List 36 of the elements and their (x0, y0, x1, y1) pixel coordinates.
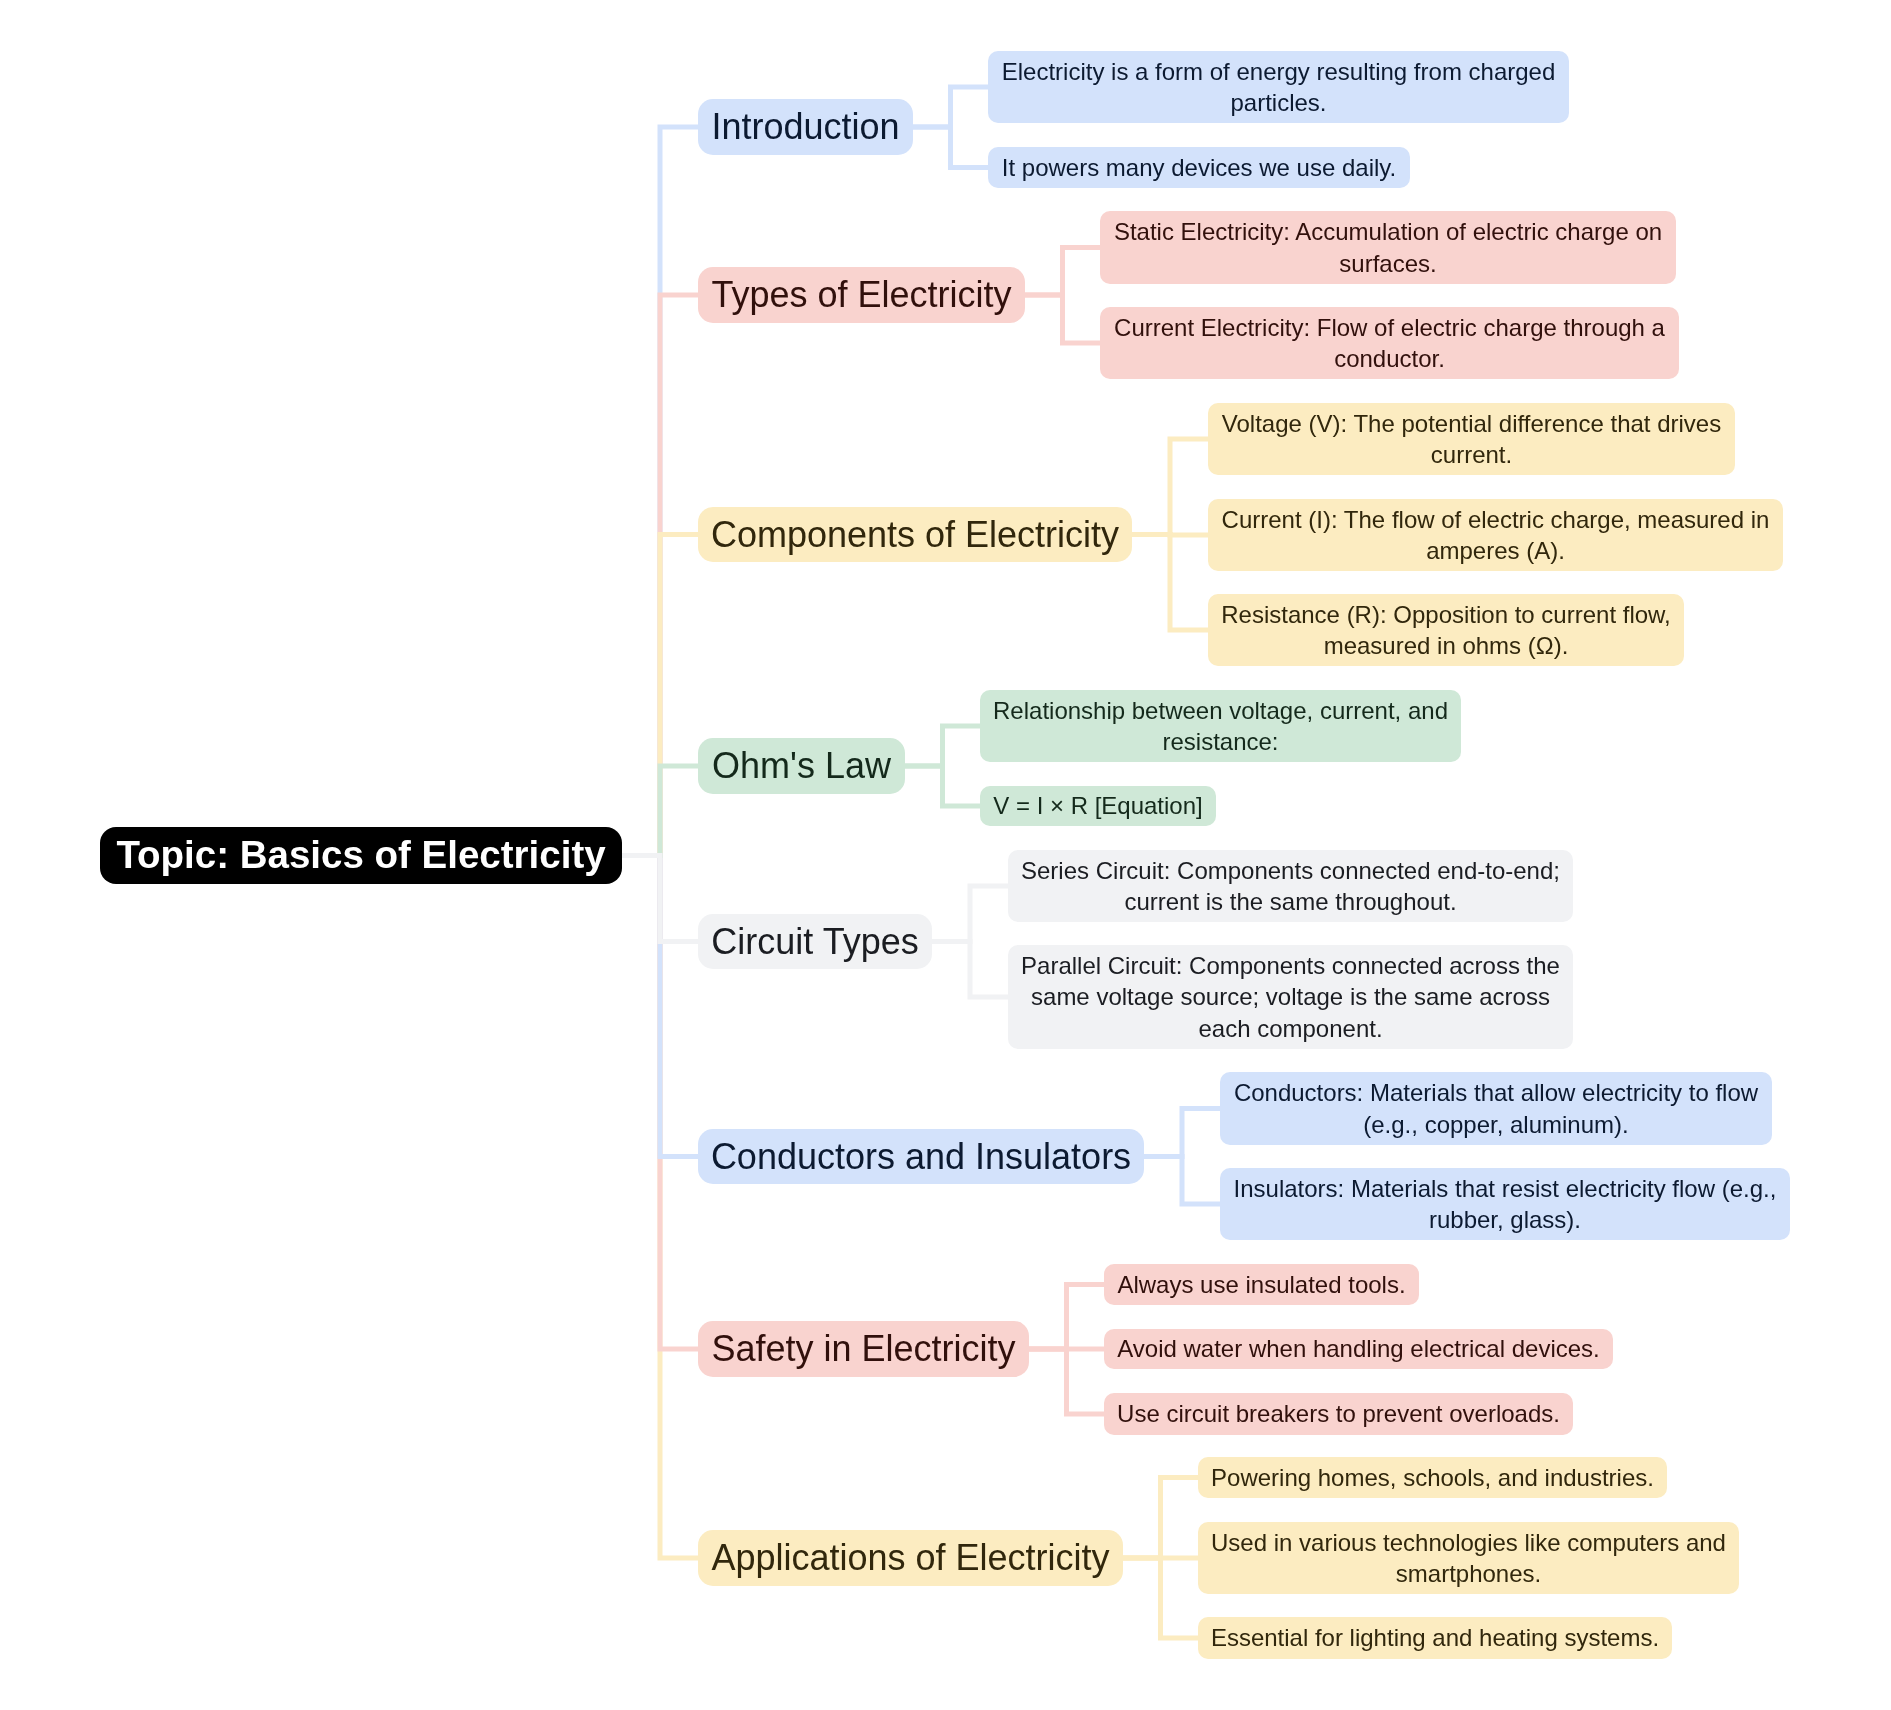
subtopic-note: Resistance (R): Opposition to current flow, measured in ohms (Ω). (1208, 594, 1684, 666)
subtopic-note: Used in various technologies like computers and smartphones. (1198, 1522, 1739, 1594)
branch-topic: Safety in Electricity (698, 1321, 1029, 1377)
branch-topic: Ohm's Law (698, 738, 905, 794)
connector-line (1025, 245, 1100, 298)
subtopic-note: It powers many devices we use daily. (988, 147, 1410, 188)
connector-line (622, 853, 698, 944)
subtopic-note: V = I × R [Equation] (980, 786, 1216, 826)
subtopic-note: Series Circuit: Components connected end-to-end; current is the same throughout. (1008, 850, 1573, 922)
branch-topic: Introduction (698, 99, 913, 155)
branch-topic: Conductors and Insulators (698, 1129, 1144, 1184)
connector-line (1144, 1154, 1220, 1207)
subtopic-note: Conductors: Materials that allow electricity to flow (e.g., copper, aluminum). (1220, 1072, 1772, 1145)
subtopic-note: Electricity is a form of energy resulting from charged particles. (988, 51, 1569, 123)
branch-topic: Circuit Types (698, 914, 932, 969)
central-topic: Topic: Basics of Electricity (100, 827, 622, 884)
connector-line (1123, 1555, 1198, 1561)
branch-topic: Types of Electricity (698, 267, 1025, 323)
subtopic-note: Powering homes, schools, and industries. (1198, 1457, 1667, 1498)
branch-topic: Applications of Electricity (698, 1530, 1123, 1586)
subtopic-note: Avoid water when handling electrical devices. (1104, 1329, 1613, 1369)
subtopic-note: Insulators: Materials that resist electricity flow (e.g., rubber, glass). (1220, 1168, 1790, 1240)
subtopic-note: Current Electricity: Flow of electric charge through a conductor. (1100, 307, 1679, 379)
branch-topic: Components of Electricity (698, 507, 1132, 562)
subtopic-note: Essential for lighting and heating systems. (1198, 1617, 1672, 1659)
subtopic-note: Always use insulated tools. (1104, 1264, 1419, 1305)
subtopic-note: Static Electricity: Accumulation of electric charge on surfaces. (1100, 211, 1676, 284)
connector-line (1132, 532, 1208, 538)
subtopic-note: Relationship between voltage, current, and resistance: (980, 690, 1461, 762)
connector-line (1029, 1346, 1104, 1352)
subtopic-note: Current (I): The flow of electric charge, measured in amperes (A). (1208, 499, 1783, 571)
connector-line (913, 84, 988, 130)
subtopic-note: Use circuit breakers to prevent overloads. (1104, 1393, 1573, 1435)
subtopic-note: Voltage (V): The potential difference that drives current. (1208, 403, 1735, 475)
subtopic-note: Parallel Circuit: Components connected across the same voltage source; voltage is the same across each component. (1008, 945, 1573, 1049)
connector-line (905, 763, 980, 809)
